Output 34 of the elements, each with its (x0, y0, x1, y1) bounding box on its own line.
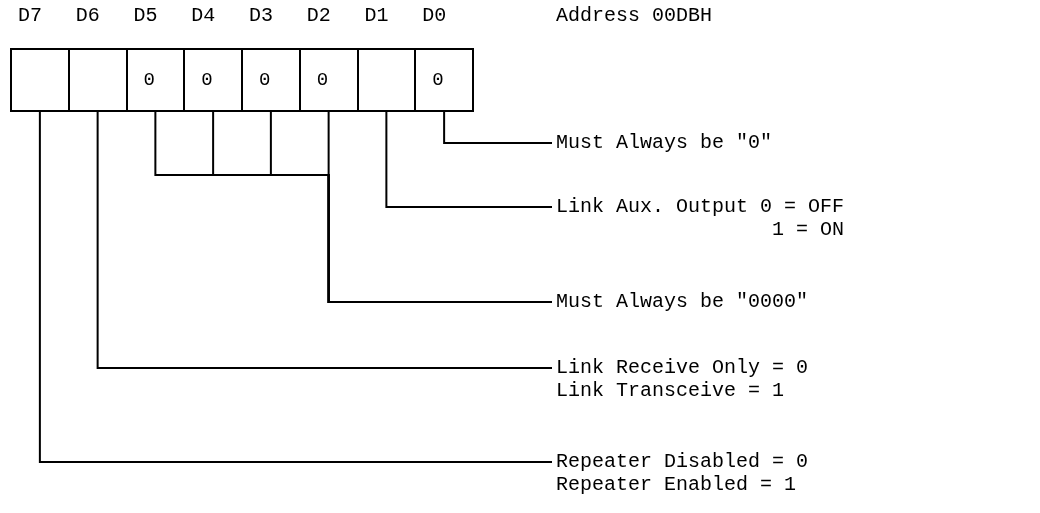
leader-line (385, 111, 553, 208)
register-address: Address 00DBH (556, 4, 713, 27)
bit-label: D3 (249, 4, 273, 27)
bit-label: D1 (364, 4, 389, 27)
bit-label: D5 (133, 4, 158, 27)
register-bit-cell (414, 48, 474, 112)
bit-label: D4 (191, 4, 216, 27)
bit-label: D2 (306, 4, 331, 27)
leader-line (443, 111, 553, 144)
bit-label: D6 (75, 4, 100, 27)
bit-label: D7 (18, 4, 42, 27)
bit-value: 0 (432, 69, 444, 91)
bit-label: D0 (422, 4, 447, 27)
bit-value: 0 (143, 69, 155, 91)
register-bit-cell (183, 48, 243, 112)
bit-value: 0 (316, 69, 329, 91)
empty-bit-cell (10, 48, 70, 112)
register-bit-cell (241, 48, 301, 112)
bit-value: 0 (259, 69, 271, 91)
empty-bit-cell (356, 48, 417, 112)
description-line: Link Aux. Output 0 = OFF (556, 195, 845, 218)
leader-line (38, 111, 553, 463)
description-line: Must Always be "0000" (556, 290, 809, 313)
leader-line (96, 111, 553, 369)
description-line: Repeater Disabled = 0 (556, 450, 809, 473)
empty-bit-cell (67, 48, 128, 112)
description-line: Link Transceive = 1 (556, 379, 786, 402)
register-bit-cell (298, 48, 359, 112)
register-bit-cell (125, 48, 186, 112)
description-line: Repeater Enabled = 1 (556, 473, 798, 496)
description-line: Link Receive Only = 0 (556, 356, 809, 379)
bit-value: 0 (201, 69, 213, 91)
description-line: 1 = ON (771, 218, 845, 241)
description-line: Must Always be "0" (556, 131, 773, 154)
